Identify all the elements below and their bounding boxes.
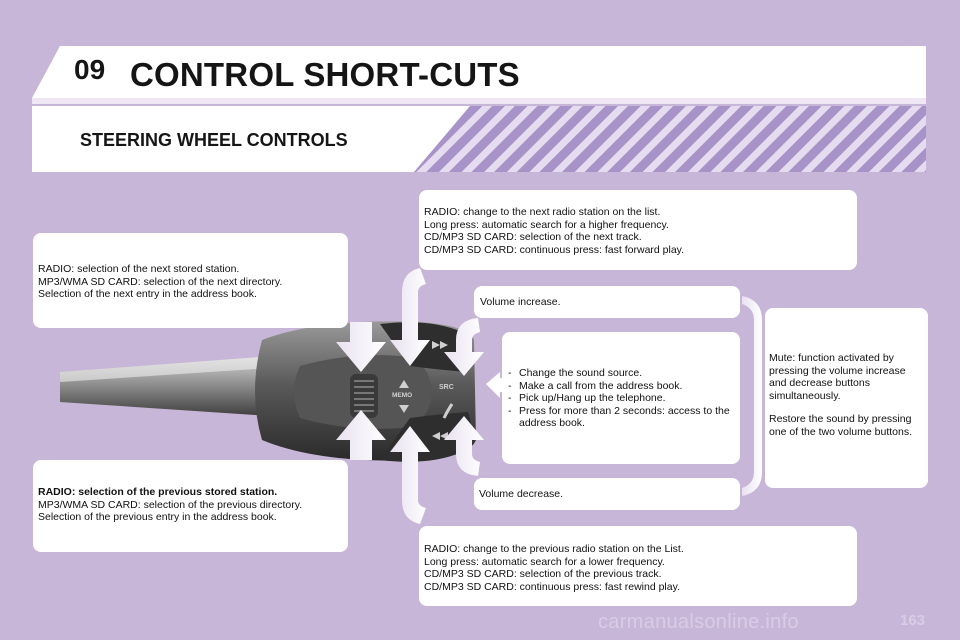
phone-icon xyxy=(442,403,454,419)
callout-line: one of the two volume buttons. xyxy=(769,425,913,438)
callout-previous-radio-station: RADIO: change to the previous radio stat… xyxy=(419,526,857,606)
chapter-title: CONTROL SHORT-CUTS xyxy=(130,56,520,93)
callout-line: CD/MP3 SD CARD: continuous press: fast r… xyxy=(424,580,680,593)
callout-line: RADIO: selection of the previous stored … xyxy=(38,486,278,498)
chapter-number: 09 xyxy=(74,54,106,85)
list-item: Pick up/Hang up the telephone. xyxy=(508,392,736,405)
callout-line: Volume increase. xyxy=(480,296,561,308)
callout-arrows xyxy=(336,268,762,524)
callout-line: and decrease buttons xyxy=(769,377,870,390)
callout-line: CD/MP3 SD CARD: continuous press: fast f… xyxy=(424,243,685,256)
callout-line: Selection of the previous entry in the a… xyxy=(38,511,277,524)
fast-forward-icon xyxy=(432,341,448,349)
watermark: carmanualsonline.info xyxy=(598,611,799,633)
page-number: 163 xyxy=(900,612,926,629)
callout-line: CD/MP3 SD CARD: selection of the next tr… xyxy=(424,231,642,244)
section-title: STEERING WHEEL CONTROLS xyxy=(80,130,348,150)
list-item: Make a call from the address book. xyxy=(508,380,736,393)
callout-volume-decrease: Volume decrease. xyxy=(474,478,740,510)
callout-line: Long press: automatic search for a highe… xyxy=(424,218,669,231)
source-phone-list: Change the sound source. Make a call fro… xyxy=(508,367,736,430)
callout-line: pressing the volume increase xyxy=(769,364,906,377)
list-item: Change the sound source. xyxy=(508,367,736,380)
callout-line: MP3/WMA SD CARD: selection of the next d… xyxy=(38,275,283,288)
callout-line: simultaneously. xyxy=(769,389,841,402)
callout-source-phone: Change the sound source. Make a call fro… xyxy=(502,332,740,464)
header-banner xyxy=(32,46,926,172)
callout-volume-increase: Volume increase. xyxy=(474,286,740,318)
callout-line: RADIO: selection of the next stored stat… xyxy=(38,263,240,275)
callout-line: Selection of the next entry in the addre… xyxy=(38,288,257,301)
callout-next-radio-station: RADIO: change to the next radio station … xyxy=(419,190,857,270)
callout-next-station: RADIO: selection of the next stored stat… xyxy=(33,233,348,328)
callout-line: CD/MP3 SD CARD: selection of the previou… xyxy=(424,568,662,581)
callout-line: Long press: automatic search for a lower… xyxy=(424,555,665,568)
callout-line: Mute: function activated by xyxy=(769,352,894,364)
callout-previous-station: RADIO: selection of the previous stored … xyxy=(33,460,348,552)
callout-line: Restore the sound by pressing xyxy=(769,413,912,426)
list-item: Press for more than 2 seconds: access to… xyxy=(508,405,736,430)
callout-line: RADIO: change to the next radio station … xyxy=(424,206,661,218)
callout-line: Volume decrease. xyxy=(479,488,564,500)
memo-label: MEMO xyxy=(392,392,413,399)
src-label: SRC xyxy=(439,384,454,391)
callout-mute: Mute: function activated by pressing the… xyxy=(765,308,928,488)
callout-line: MP3/WMA SD CARD: selection of the previo… xyxy=(38,498,303,511)
callout-line: RADIO: change to the previous radio stat… xyxy=(424,543,684,555)
